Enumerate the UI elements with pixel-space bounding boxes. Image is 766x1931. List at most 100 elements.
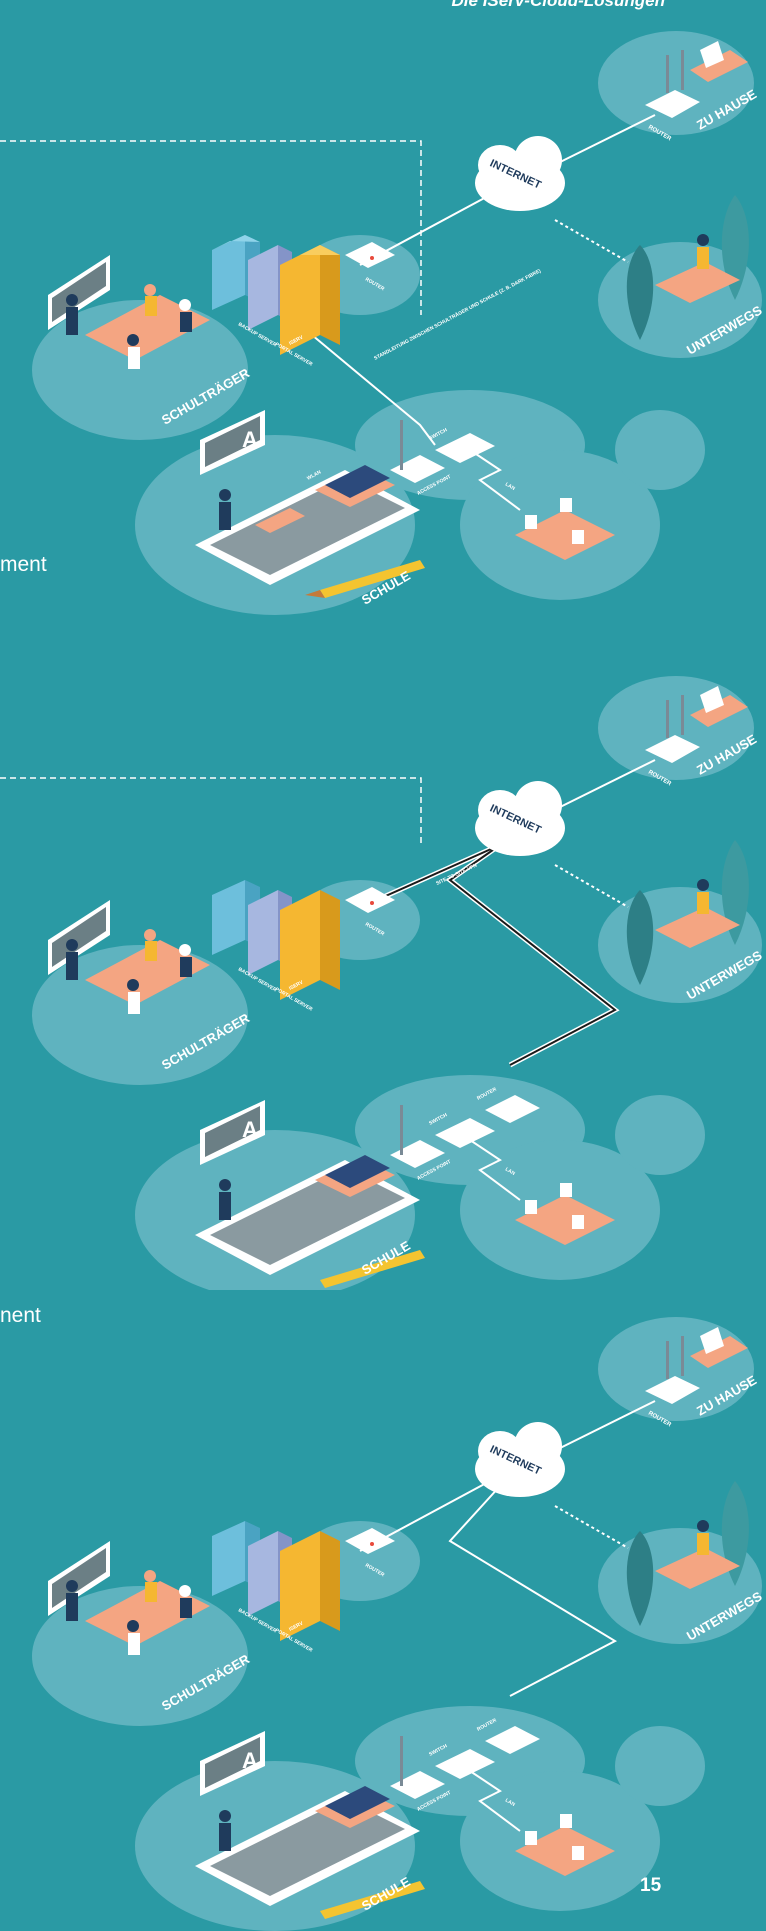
home-router-icon [645,90,700,118]
internet-cloud: INTERNET [475,136,565,211]
zu-hause-cloud [598,1317,754,1421]
standleitung-link [299,324,436,446]
lan-cloud-3 [615,410,705,490]
svg-text:BACKUP SERVER: BACKUP SERVER [237,1608,278,1635]
person-icon [66,294,78,306]
monitor-icon [560,498,572,512]
zu-hause-cloud [598,31,754,135]
home-router-icon [645,1376,700,1404]
network-diagram-3: INTERNET ROUTER ZU HAUSE UNTERWEGS SCHUL… [32,1317,765,1931]
person-icon [179,299,191,311]
svg-text:LAN: LAN [504,1798,516,1809]
classroom-desks-icon [515,510,615,560]
pencil-icon [320,560,425,598]
person-icon [66,1580,78,1592]
access-point-icon [390,455,445,483]
site-to-site-vpn-link [368,842,620,1068]
desk-icon [255,508,305,533]
lan-link [469,1770,521,1832]
router-icon [345,887,395,913]
person-icon [127,334,139,346]
classroom-desks-icon [515,1195,615,1245]
home-router-icon [645,735,700,763]
laptop-icon [700,41,724,68]
monitor-icon [560,1183,572,1197]
svg-text:LAN: LAN [504,482,516,493]
schule-scene: A SCHULE WLAN [195,410,425,608]
svg-text:BACKUP SERVER: BACKUP SERVER [237,967,278,994]
internet-cloud: INTERNET [475,1422,565,1497]
school-router-icon [485,1095,540,1123]
monitor-icon [525,1831,537,1845]
server-icon [248,1531,278,1616]
monitor-icon [525,515,537,529]
teacher-icon [219,1179,231,1191]
home-desk-icon [690,1336,748,1368]
access-point-icon [390,1140,445,1168]
internet-school-link [448,1485,618,1697]
schultraeger-boundary [0,777,422,845]
svg-text:BACKUP SERVER: BACKUP SERVER [237,322,278,349]
monitor-icon [572,1846,584,1860]
header-title: Die IServ-Cloud-Lösungen [451,0,665,10]
bench-icon [655,1548,740,1589]
person-icon [144,929,156,941]
svg-text:LAN: LAN [504,1167,516,1178]
router-icon [345,242,395,268]
home-desk-icon [690,695,748,727]
teacher-icon [219,1810,231,1822]
zu-hause-cloud [598,676,754,780]
letter-a: A [242,427,258,452]
server-rack: ISERV BACKUP SERVER PORTAL SERVER ROUTER [212,1521,395,1654]
lan-cloud-3 [615,1726,705,1806]
schultraeger-boundary [0,140,422,315]
router-icon [345,1528,395,1554]
office-desk-icon [85,940,210,1005]
school-network: SWITCH ROUTER ACCESS POINT LAN [390,1086,615,1245]
server-icon [280,245,320,355]
school-network: SWITCH ACCESS POINT LAN [390,420,615,560]
school-router-icon [485,1726,540,1754]
bench-icon [655,262,740,303]
bench-icon [655,907,740,948]
teacher-icon [219,489,231,501]
server-icon [280,890,320,1000]
internet-mobile-link [554,1505,629,1549]
home-desk-icon [690,50,748,82]
server-icon [248,890,278,975]
server-icon [212,235,245,310]
person-icon [127,1620,139,1632]
tree-icon [626,890,654,985]
laptop-icon [700,686,724,713]
schule-scene: A SCHULE [195,1731,425,1919]
lan-cloud-3 [615,1095,705,1175]
person-icon [144,1570,156,1582]
monitor-icon [572,530,584,544]
monitor-icon [572,1215,584,1229]
server-icon [248,245,278,330]
tree-icon-2 [721,195,749,300]
person-icon [179,1585,191,1597]
access-point-icon [390,1771,445,1799]
switch-icon [435,1118,495,1148]
internet-cloud: INTERNET [475,781,565,856]
tree-icon-2 [721,1481,749,1586]
person-icon [144,284,156,296]
lan-link [469,449,521,511]
person-icon [697,1520,709,1532]
server-icon [212,880,245,955]
switch-icon [435,1749,495,1779]
person-icon [127,979,139,991]
office-desk-icon [85,295,210,360]
lan-link [469,1139,521,1201]
server-icon [212,1521,245,1596]
tree-icon-2 [721,840,749,945]
tree-icon [626,245,654,340]
person-icon [697,234,709,246]
switch-icon [435,433,495,463]
person-icon [697,879,709,891]
network-diagram-1: STANDLEITUNG ZWISCHEN SCHULTRÄGER UND SC… [0,31,765,615]
internet-mobile-link [554,864,629,908]
monitor-icon [560,1814,572,1828]
